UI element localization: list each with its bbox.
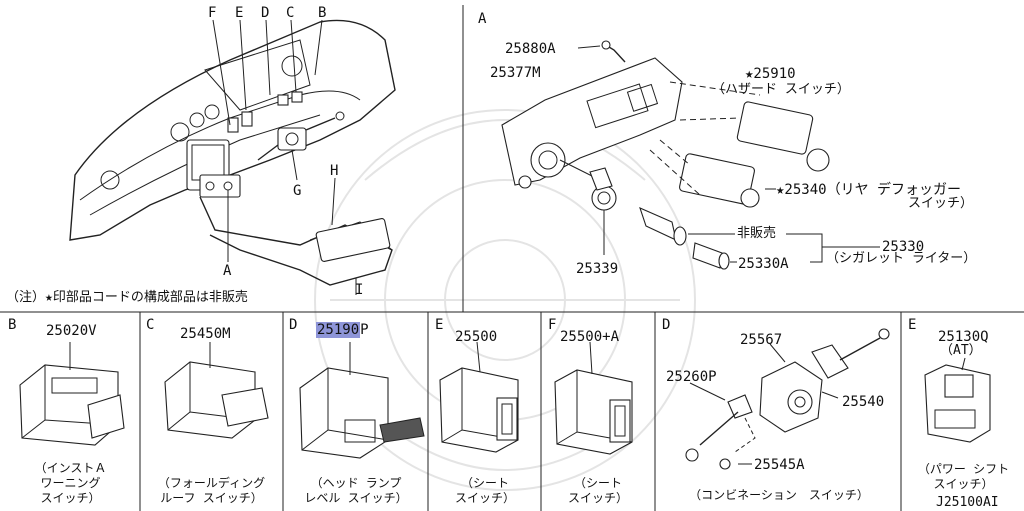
- callout-f: F: [208, 5, 217, 21]
- part-25339: 25339: [576, 261, 619, 277]
- part-25880a: 25880A: [505, 41, 556, 57]
- callout-e: E: [235, 5, 244, 21]
- part-25130q: 25130Q: [938, 329, 989, 345]
- panel-f-caption: （シート スイッチ）: [567, 476, 628, 505]
- part-25190p: 25190P: [316, 322, 369, 338]
- part-25130q-at: （AT）: [940, 343, 982, 358]
- switch-e-drawing: [439, 341, 519, 453]
- panel-e-letter: E: [435, 317, 444, 333]
- switch-power-shift-drawing: [924, 357, 991, 443]
- callout-d: D: [261, 5, 270, 21]
- callout-i: I: [355, 282, 364, 298]
- part-25500: 25500: [455, 329, 498, 345]
- switch-b-drawing: [19, 342, 125, 446]
- part-25340: ★25340（リヤ デフォッガー: [776, 182, 962, 198]
- part-25910: ★25910: [745, 66, 796, 82]
- part-25500a: 25500+A: [560, 329, 620, 345]
- callout-a: A: [223, 263, 232, 279]
- panel-d-letter: D: [289, 317, 298, 333]
- callout-b: B: [318, 5, 327, 21]
- part-25545a: 25545A: [754, 457, 805, 473]
- section-a-letter: A: [478, 11, 487, 27]
- panel-b-caption: （インストＡ ワーニング スイッチ）: [34, 461, 107, 505]
- part-25450m: 25450M: [180, 326, 231, 342]
- part-25540: 25540: [842, 394, 885, 410]
- part-25567: 25567: [740, 332, 783, 348]
- defogger-switch-name: スイッチ）: [908, 196, 974, 211]
- panel-f-letter: F: [548, 317, 557, 333]
- part-25190-highlight: 25190: [316, 322, 361, 338]
- switch-c-drawing: [164, 342, 269, 439]
- panel-power-shift-caption: （パワー シフト スイッチ）: [917, 462, 1010, 491]
- panel-c-caption: （フォールディング ルーフ スイッチ）: [157, 476, 266, 505]
- panel-e-caption: （シート スイッチ）: [454, 476, 515, 505]
- footnote: （注）★印部品コードの構成部品は非販売: [6, 290, 248, 305]
- panel-d-caption: （ヘッド ランプ レベル スイッチ）: [304, 476, 408, 505]
- section-a-exploded: [501, 40, 880, 270]
- switch-d-drawing: [299, 342, 425, 459]
- part-25260p: 25260P: [666, 369, 717, 385]
- grid-lines: [0, 5, 1024, 511]
- part-25330a: 25330A: [738, 256, 789, 272]
- part-25330: 25330: [882, 239, 925, 255]
- cigarette-lighter-name: （シガレット ライター）: [826, 251, 977, 266]
- switch-f-drawing: [554, 341, 633, 455]
- part-25020v: 25020V: [46, 323, 97, 339]
- panel-power-shift-letter: E: [908, 317, 917, 333]
- dashboard-overview: [69, 19, 396, 295]
- not-sold-label: 非販売: [737, 226, 777, 241]
- combination-switch-drawing: [685, 328, 890, 470]
- callout-h: H: [330, 163, 339, 179]
- callout-c: C: [286, 5, 295, 21]
- hazard-switch-name: （ハザード スイッチ）: [712, 82, 850, 97]
- panel-c-letter: C: [146, 317, 155, 333]
- panel-combination-letter: D: [662, 317, 671, 333]
- callout-g: G: [293, 183, 302, 199]
- part-25377m: 25377M: [490, 65, 541, 81]
- panel-combination-caption: （コンビネーション スイッチ）: [689, 488, 869, 502]
- panel-b-letter: B: [8, 317, 17, 333]
- catalog-code: J25100AI: [936, 495, 999, 510]
